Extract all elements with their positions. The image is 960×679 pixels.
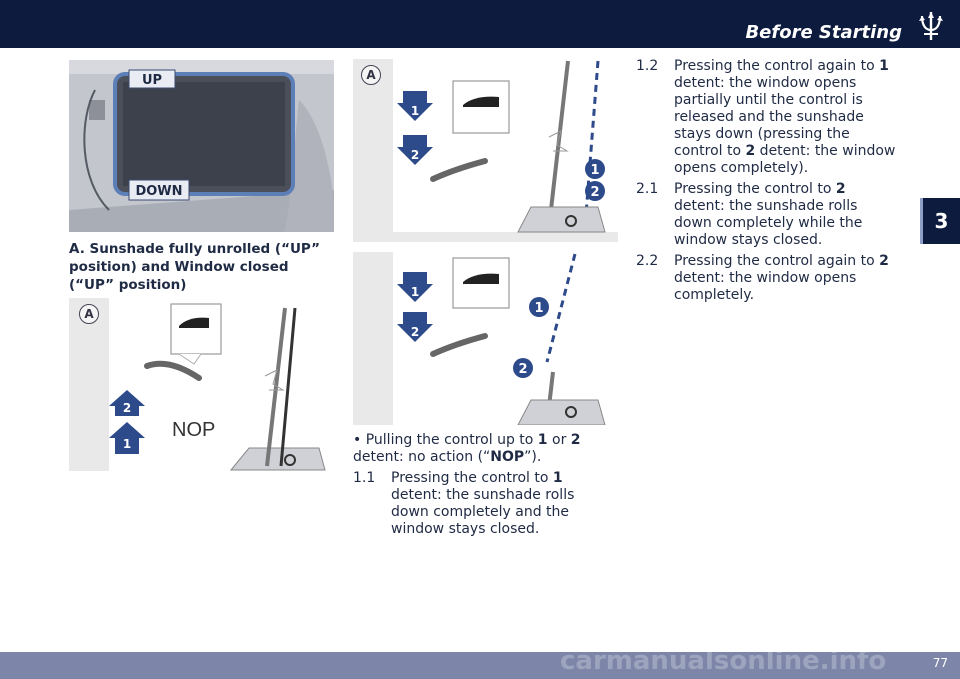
arrow-down-2-icon: 2 [397, 312, 433, 342]
trident-logo-icon [919, 12, 943, 40]
arrow-up-2-icon: 2 [109, 390, 145, 416]
svg-text:2: 2 [411, 148, 419, 162]
chapter-tab[interactable]: 3 [920, 198, 960, 244]
car-interior-illustration: UP DOWN [69, 60, 334, 232]
step-2-diagram: 1 2 1 2 [397, 253, 606, 425]
svg-text:1: 1 [411, 285, 419, 299]
down-label: DOWN [135, 184, 182, 199]
arrow-down-1-icon: 1 [397, 91, 433, 121]
svg-text:2: 2 [411, 325, 419, 339]
header-bar: Before Starting [0, 0, 960, 48]
bullet-item: • Pulling the control up to 1 or 2 deten… [353, 432, 581, 465]
nop-label: NOP [172, 419, 215, 441]
page-number: 77 [932, 656, 948, 670]
svg-text:2: 2 [518, 362, 527, 377]
svg-text:1: 1 [123, 437, 131, 451]
step-1-badge: 1 [585, 159, 605, 179]
figure-letter: A [79, 304, 99, 324]
figure-step-2: 1 2 1 2 [353, 252, 618, 425]
arrow-down-2-icon: 2 [397, 135, 433, 165]
footer-bar: 77 [0, 652, 960, 679]
figure-letter: A [361, 65, 381, 85]
section-title: Before Starting [745, 22, 902, 43]
arrow-down-1-icon: 1 [397, 272, 433, 302]
svg-text:1: 1 [534, 301, 543, 316]
figure-step-1: A 1 2 1 2 [353, 59, 618, 242]
step-2-badge: 2 [513, 358, 533, 378]
step-1-diagram: 1 2 1 2 [397, 60, 606, 233]
photo-caption: A. Sunshade fully unrolled (“UP” positio… [69, 241, 320, 293]
step-2-badge: 2 [585, 181, 605, 201]
sunshade-photo: UP DOWN [69, 60, 334, 232]
svg-text:1: 1 [411, 104, 419, 118]
svg-text:2: 2 [590, 185, 599, 200]
up-label: UP [142, 73, 162, 88]
svg-text:2: 2 [123, 401, 131, 415]
step-1-badge: 1 [529, 297, 549, 317]
middle-text: • Pulling the control up to 1 or 2 deten… [353, 432, 615, 542]
svg-text:1: 1 [590, 163, 599, 178]
nop-diagram: 2 1 NOP [109, 303, 326, 471]
watermark: carmanualsonline.info [560, 646, 887, 676]
figure-nop: A 2 1 NOP [69, 298, 334, 471]
arrow-up-1-icon: 1 [109, 422, 145, 454]
